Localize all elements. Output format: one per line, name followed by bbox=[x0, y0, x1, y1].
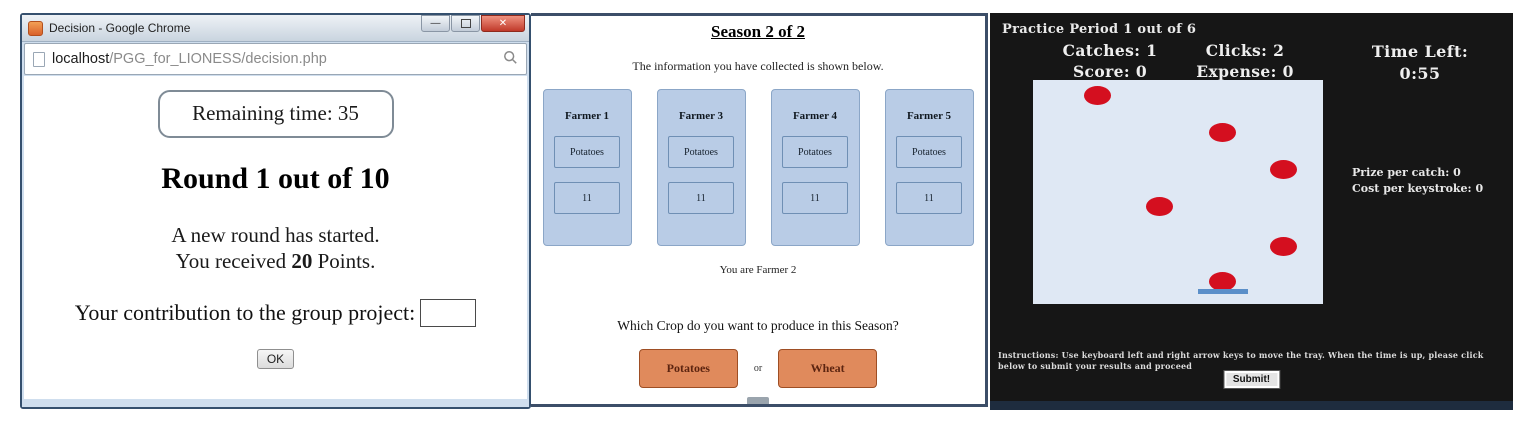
season-title: Season 2 of 2 bbox=[711, 22, 805, 41]
round-title: Round 1 out of 10 bbox=[161, 162, 390, 195]
maximize-icon bbox=[460, 19, 471, 28]
close-button[interactable]: ✕ bbox=[481, 15, 525, 32]
farmer-crop-box[interactable]: Potatoes bbox=[782, 136, 848, 168]
farmer-crop-box[interactable]: Potatoes bbox=[668, 136, 734, 168]
farmer-card-5: Farmer 5 Potatoes 11 bbox=[884, 89, 974, 246]
ball-3 bbox=[1269, 159, 1297, 179]
or-label: or bbox=[753, 363, 763, 374]
potatoes-button[interactable]: Potatoes bbox=[638, 349, 738, 388]
window-bottom-frame bbox=[22, 399, 529, 407]
catches-stat: Catches: 1 bbox=[1062, 41, 1158, 60]
ok-button[interactable]: OK bbox=[256, 348, 295, 369]
contribution-input[interactable] bbox=[420, 298, 477, 327]
url-bar[interactable]: localhost/PGG_for_LIONESS/decision.php bbox=[24, 43, 527, 75]
season-panel: Season 2 of 2 The information you have c… bbox=[531, 13, 988, 407]
farmer-name: Farmer 3 bbox=[678, 110, 724, 122]
crop-choice-row: Potatoes or Wheat bbox=[531, 349, 985, 388]
ball-1 bbox=[1083, 85, 1111, 105]
farmer-crop-box[interactable]: Potatoes bbox=[554, 136, 620, 168]
payoff-info: Prize per catch: 0 Cost per keystroke: 0 bbox=[1352, 165, 1483, 197]
farmer-name: Farmer 5 bbox=[906, 110, 952, 122]
farmer-name: Farmer 4 bbox=[792, 110, 838, 122]
clicks-stat: Clicks: 2 bbox=[1205, 41, 1285, 60]
farmer-crop-box[interactable]: Potatoes bbox=[896, 136, 962, 168]
contribution-row: Your contribution to the group project: bbox=[24, 298, 527, 327]
round-message: A new round has started. You received 20… bbox=[24, 222, 527, 275]
remaining-time-box: Remaining time: 35 bbox=[157, 90, 394, 138]
cropped-footer-element bbox=[747, 397, 769, 404]
points-suffix: Points. bbox=[312, 249, 376, 274]
chrome-window: Decision - Google Chrome — ✕ localhost/P… bbox=[20, 13, 531, 409]
round-message-line2: You received 20 Points. bbox=[24, 248, 527, 274]
farmer-name: Farmer 1 bbox=[564, 110, 610, 122]
window-title: Decision - Google Chrome bbox=[49, 21, 191, 35]
page-content: Remaining time: 35 Round 1 out of 10 A n… bbox=[24, 76, 527, 399]
search-icon[interactable] bbox=[503, 50, 518, 69]
contribution-label: Your contribution to the group project: bbox=[74, 299, 416, 325]
farmer-value-box[interactable]: 11 bbox=[554, 182, 620, 214]
farmer-card-4: Farmer 4 Potatoes 11 bbox=[770, 89, 860, 246]
farmer-value-box[interactable]: 11 bbox=[782, 182, 848, 214]
game-area[interactable] bbox=[1033, 80, 1323, 304]
page-icon bbox=[33, 51, 45, 67]
game-bottom-strip bbox=[990, 401, 1513, 410]
time-left-value: 0:55 bbox=[1399, 63, 1441, 83]
catch-game-panel: Practice Period 1 out of 6 Catches: 1 Sc… bbox=[990, 13, 1513, 410]
farmer-value-box[interactable]: 11 bbox=[668, 182, 734, 214]
you-are-label: You are Farmer 2 bbox=[719, 264, 797, 276]
paddle[interactable] bbox=[1198, 289, 1248, 294]
wheat-button[interactable]: Wheat bbox=[778, 349, 878, 388]
ball-4 bbox=[1145, 196, 1173, 216]
points-value: 20 bbox=[291, 249, 313, 274]
ball-5 bbox=[1269, 236, 1297, 256]
farmers-row: Farmer 1 Potatoes 11 Farmer 3 Potatoes 1… bbox=[531, 89, 985, 246]
farmer-card-3: Farmer 3 Potatoes 11 bbox=[656, 89, 746, 246]
farmer-card-1: Farmer 1 Potatoes 11 bbox=[542, 89, 632, 246]
expense-stat: Expense: 0 bbox=[1196, 61, 1294, 81]
instructions-text: Instructions: Use keyboard left and righ… bbox=[998, 350, 1484, 372]
practice-period-label: Practice Period 1 out of 6 bbox=[1002, 22, 1197, 37]
farmer-value-box[interactable]: 11 bbox=[896, 182, 962, 214]
prize-per-catch: Prize per catch: 0 bbox=[1352, 166, 1461, 179]
url-path: /PGG_for_LIONESS/decision.php bbox=[109, 51, 327, 67]
ball-6 bbox=[1208, 271, 1236, 291]
chrome-favicon-icon bbox=[28, 20, 43, 36]
points-prefix: You received bbox=[175, 249, 292, 274]
window-titlebar[interactable]: Decision - Google Chrome — ✕ bbox=[22, 15, 529, 42]
time-left-block: Time Left: 0:55 bbox=[1350, 41, 1490, 84]
season-subtitle: The information you have collected is sh… bbox=[632, 59, 884, 73]
window-controls: — ✕ bbox=[420, 15, 525, 32]
url-text: localhost/PGG_for_LIONESS/decision.php bbox=[52, 51, 327, 67]
ball-2 bbox=[1208, 122, 1236, 142]
submit-button[interactable]: Submit! bbox=[1222, 370, 1281, 389]
round-message-line1: A new round has started. bbox=[171, 223, 380, 247]
score-stat: Score: 0 bbox=[1072, 61, 1148, 81]
time-left-label: Time Left: bbox=[1371, 42, 1469, 61]
cost-per-keystroke: Cost per keystroke: 0 bbox=[1352, 181, 1484, 195]
maximize-button[interactable] bbox=[451, 15, 480, 32]
stats-column-1: Catches: 1 Score: 0 bbox=[1045, 41, 1175, 83]
crop-question: Which Crop do you want to produce in thi… bbox=[617, 318, 899, 333]
url-host: localhost bbox=[52, 51, 110, 67]
minimize-button[interactable]: — bbox=[421, 15, 450, 32]
stats-column-2: Clicks: 2 Expense: 0 bbox=[1175, 41, 1315, 83]
